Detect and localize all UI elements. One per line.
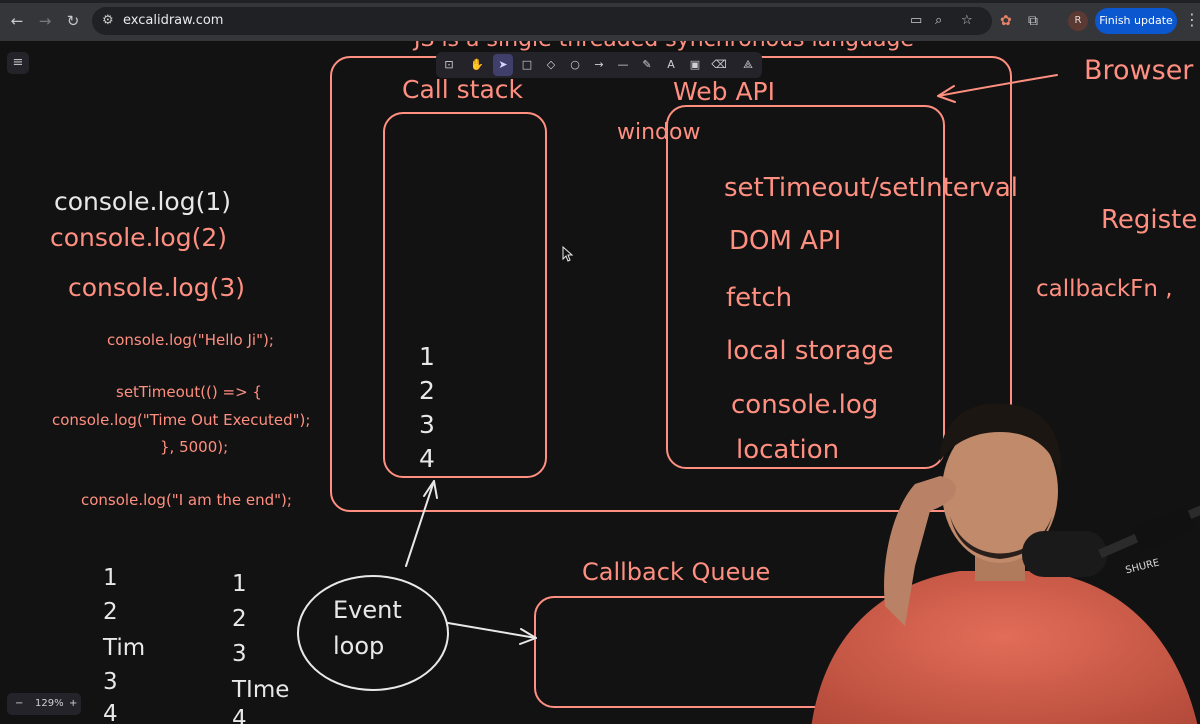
bookmark-star-icon[interactable]: ☆ xyxy=(961,13,973,28)
output-col2-item: 1 xyxy=(232,571,247,597)
code-line: setTimeout(() => { xyxy=(116,383,262,401)
callback-queue-label: Callback Queue xyxy=(582,558,771,586)
call-stack-item: 2 xyxy=(419,376,435,405)
web-api-item-dom: DOM API xyxy=(729,226,842,256)
call-stack-box xyxy=(383,112,547,478)
forward-icon[interactable]: → xyxy=(38,12,52,30)
rectangle-icon[interactable]: □ xyxy=(521,58,533,71)
profile-avatar[interactable]: R xyxy=(1068,11,1088,31)
diamond-icon[interactable]: ◇ xyxy=(546,58,556,71)
zoom-level[interactable]: 129% xyxy=(35,698,64,709)
web-api-item-location: location xyxy=(736,435,840,465)
zoom-control: − 129% + xyxy=(7,693,81,715)
zoom-icon[interactable]: ⌕ xyxy=(935,13,943,28)
extension-icon[interactable]: ✿ xyxy=(1000,13,1012,29)
more-tools-icon[interactable]: ⟁ xyxy=(743,58,753,71)
back-icon[interactable]: ← xyxy=(10,12,24,30)
window-label: window xyxy=(617,120,701,145)
output-col2-item: 3 xyxy=(232,641,247,667)
address-bar[interactable]: ⚙ excalidraw.com ▭ ⌕ ☆ xyxy=(92,7,992,35)
event-loop-label: Event xyxy=(333,596,402,624)
callback-fn-label: callbackFn , xyxy=(1036,276,1173,302)
finish-update-button[interactable]: Finish update xyxy=(1095,8,1177,34)
output-col2-item: 2 xyxy=(232,606,247,632)
code-line: console.log("Time Out Executed"); xyxy=(52,411,311,429)
output-col1-item: 1 xyxy=(103,565,118,591)
web-api-label: Web API xyxy=(673,77,776,106)
code-line: console.log("Hello Ji"); xyxy=(107,331,274,349)
arrows-layer xyxy=(405,74,1058,645)
line-icon[interactable]: — xyxy=(617,58,629,71)
web-api-item-fetch: fetch xyxy=(726,283,793,313)
svg-text:SHURE: SHURE xyxy=(1124,557,1160,576)
console-line: console.log(3) xyxy=(68,273,246,302)
browser-pointer-arrow xyxy=(937,74,1058,103)
call-stack-item: 4 xyxy=(419,444,435,473)
web-api-item-local-storage: local storage xyxy=(726,336,894,366)
event-loop-label: loop xyxy=(333,632,385,660)
output-col1-item: 2 xyxy=(103,599,118,625)
web-api-item-console-log: console.log xyxy=(731,390,879,420)
reload-icon[interactable]: ↻ xyxy=(66,12,80,30)
eraser-icon[interactable]: ⌫ xyxy=(711,58,727,71)
call-stack-label: Call stack xyxy=(402,75,523,104)
console-line: console.log(1) xyxy=(54,187,232,216)
lock-icon[interactable]: ⊡ xyxy=(444,58,454,71)
code-line: console.log("I am the end"); xyxy=(81,491,292,509)
more-menu-icon[interactable]: ⋮ xyxy=(1184,10,1200,29)
url-text: excalidraw.com xyxy=(123,13,224,28)
zoom-in-button[interactable]: + xyxy=(69,698,78,709)
site-info-icon[interactable]: ⚙ xyxy=(102,13,114,28)
zoom-out-button[interactable]: − xyxy=(15,698,24,709)
selection-icon[interactable]: ➤ xyxy=(493,54,513,76)
event-loop-ellipse xyxy=(297,575,449,691)
call-stack-item: 3 xyxy=(419,410,435,439)
presenter-video: SHURE xyxy=(811,403,1200,724)
arrow-icon[interactable]: → xyxy=(594,58,604,71)
hamburger-menu-icon[interactable]: ≡ xyxy=(7,52,29,74)
output-col1-item: 3 xyxy=(103,669,118,695)
pencil-icon[interactable]: ✎ xyxy=(642,58,652,71)
browser-toolbar: ← → ↻ ⚙ excalidraw.com ▭ ⌕ ☆ ✿ ⧉ R Finis… xyxy=(0,0,1200,41)
web-api-item-settimeout: setTimeout/setInterval xyxy=(724,173,1019,203)
tab-strip xyxy=(0,0,1200,3)
ellipse-icon[interactable]: ○ xyxy=(570,58,580,71)
install-app-icon[interactable]: ▭ xyxy=(910,13,923,28)
text-icon[interactable]: A xyxy=(667,58,675,71)
extensions-puzzle-icon[interactable]: ⧉ xyxy=(1028,13,1038,29)
image-icon[interactable]: ▣ xyxy=(689,58,701,71)
event-loop-to-stack-arrow xyxy=(405,480,438,567)
excalidraw-toolbar: ⊡ ✋ ➤ □ ◇ ○ → — ✎ A ▣ ⌫ ⟁ xyxy=(436,52,762,78)
canvas-title: JS is a single threaded synchronous lang… xyxy=(414,41,914,52)
code-line: }, 5000); xyxy=(160,438,229,456)
event-loop-to-queue-arrow xyxy=(447,622,537,645)
output-col1-item: Tim xyxy=(103,635,146,661)
output-col1-item: 4 xyxy=(103,701,118,724)
mouse-cursor-icon xyxy=(562,246,574,262)
excalidraw-canvas[interactable]: ≡ JS is a single threaded synchronous la… xyxy=(0,41,1200,724)
output-col2-item: 4 xyxy=(232,706,247,724)
register-label: Registe xyxy=(1101,205,1198,235)
web-api-box xyxy=(666,105,945,469)
hand-icon[interactable]: ✋ xyxy=(470,58,484,71)
output-col2-item: TIme xyxy=(232,677,290,703)
call-stack-item: 1 xyxy=(419,342,435,371)
browser-label: Browser xyxy=(1084,55,1194,86)
console-line: console.log(2) xyxy=(50,223,228,252)
